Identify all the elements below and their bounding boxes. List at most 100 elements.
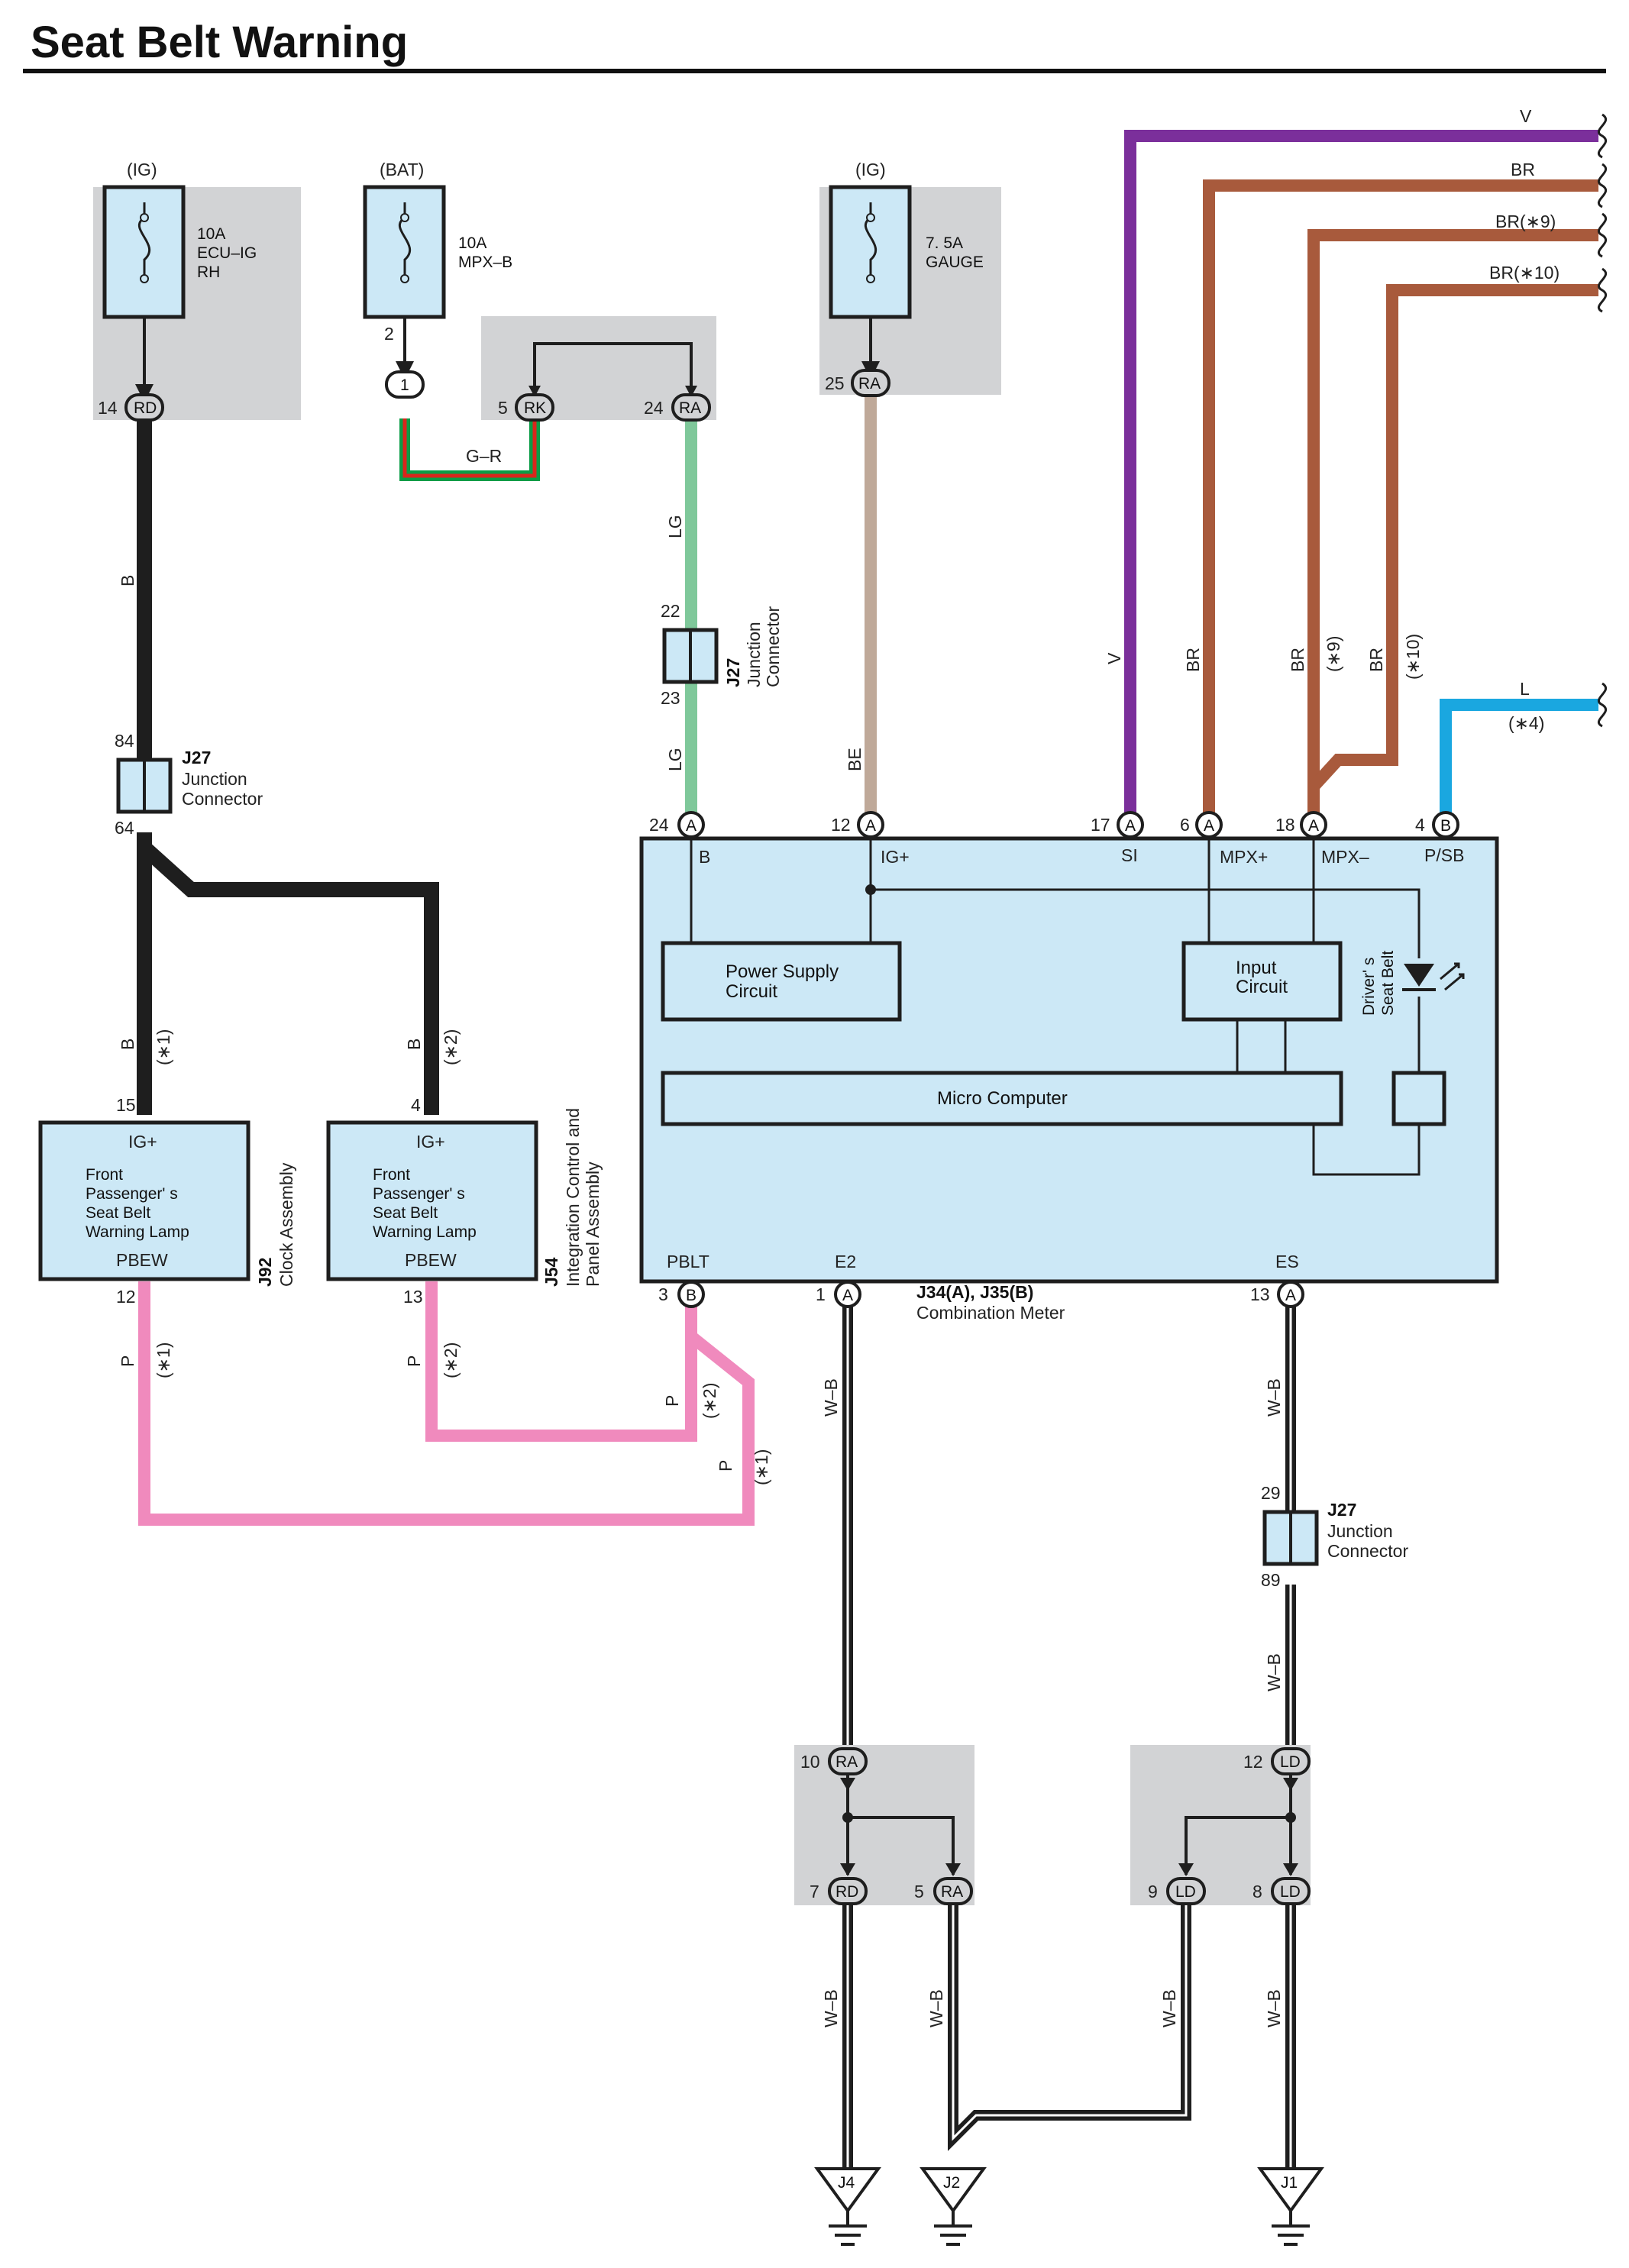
wire-brown-9 [1307,229,1598,819]
connector-a13: A 13 [1250,1281,1304,1308]
svg-text:1: 1 [400,376,409,394]
continuation-marks [1597,113,1608,728]
svg-text:5: 5 [498,398,508,418]
svg-text:3: 3 [658,1284,668,1304]
connector-ld9: LD 9 [1148,1877,1206,1905]
wire-label-gr: G–R [466,446,502,466]
svg-text:PBEW: PBEW [405,1250,457,1270]
svg-text:J92: J92 [255,1258,275,1287]
svg-text:Connector: Connector [763,606,783,687]
svg-text:IG+: IG+ [416,1132,445,1152]
input-circuit-label: Input [1236,958,1277,978]
svg-text:12: 12 [831,815,851,835]
svg-text:LD: LD [1175,1883,1196,1901]
fuse-supply: (IG) [127,160,157,179]
wire-brown [1203,179,1598,819]
svg-text:24: 24 [649,815,669,835]
input-circuit-label: Circuit [1236,977,1288,997]
svg-text:Clock Assembly: Clock Assembly [276,1162,296,1287]
wire-violet [1124,130,1598,819]
integration-control-lamp: 4 IG+ Front Passenger' s Seat Belt Warni… [326,1095,603,1307]
svg-text:RD: RD [134,399,157,417]
svg-text:Integration Control and: Integration Control and [563,1108,583,1287]
svg-text:Connector: Connector [182,789,263,809]
junction-connector-j27-wb: 29 89 J27 Junction Connector [1261,1483,1408,1590]
wire-label-br9-note: (∗9) [1324,636,1343,672]
svg-text:RA: RA [941,1883,963,1901]
svg-text:10: 10 [800,1752,820,1772]
wire-label-l-note: (∗4) [1508,713,1544,733]
svg-text:15: 15 [116,1095,136,1115]
svg-text:84: 84 [115,731,134,751]
svg-text:Warning Lamp: Warning Lamp [86,1223,189,1241]
wire-label-wb: W–B [1264,1653,1284,1691]
fuse-rating: 10A [458,234,486,252]
svg-text:4: 4 [1415,815,1425,835]
connector-ra5: RA 5 [914,1877,973,1905]
ground-j2-icon: J2 [920,2167,987,2246]
svg-text:18: 18 [1275,815,1295,835]
connector-rd14: RD 14 [98,393,164,422]
wire-label-note: (∗1) [154,1029,173,1065]
fuse-supply: (IG) [855,160,886,179]
svg-text:Seat Belt: Seat Belt [373,1204,438,1222]
connector-a12: A 12 [831,811,884,838]
wire-label-p: P [662,1395,682,1407]
fuse-rating: 10A [197,225,225,243]
connector-b4: B 4 [1415,811,1459,838]
wire-label-wb: W–B [926,1989,946,2027]
svg-text:14: 14 [98,398,118,418]
connector-ra10: RA 10 [800,1747,868,1775]
junction-connector-j27-lg: 22 23 J27 Junction Connector [661,601,783,708]
wire-label-be: BE [845,748,865,771]
wire-label-br10-note: (∗10) [1403,634,1423,680]
clock-assembly-lamp: 15 IG+ Front Passenger' s Seat Belt Warn… [38,1095,296,1307]
svg-text:RD: RD [836,1883,858,1901]
svg-text:1: 1 [816,1284,826,1304]
fuse-mpx-b: (BAT) 10A MPX–B [363,160,512,319]
wire-pink-p1 [138,1281,755,1526]
svg-text:12: 12 [116,1287,136,1307]
svg-text:29: 29 [1261,1483,1281,1503]
svg-text:RA: RA [858,375,881,393]
ground-j4-icon: J4 [814,2167,881,2246]
svg-text:Junction: Junction [182,769,247,789]
wire-black-b [137,418,439,1115]
svg-text:5: 5 [914,1882,924,1901]
svg-text:J54: J54 [541,1257,561,1287]
wire-label-br: BR [1288,648,1307,672]
svg-text:PBEW: PBEW [116,1250,168,1270]
svg-text:A: A [1308,817,1319,835]
svg-text:Front: Front [373,1166,410,1184]
svg-text:A: A [686,817,697,835]
svg-text:6: 6 [1180,815,1190,835]
svg-text:25: 25 [825,373,845,393]
seat-belt-led-icon [1402,962,1465,991]
connector-a1: A 1 [816,1281,861,1308]
svg-text:89: 89 [1261,1570,1281,1590]
connector-ld12: LD 12 [1243,1747,1311,1775]
wire-label-wb: W–B [1264,1378,1284,1417]
svg-text:B: B [699,847,710,867]
svg-text:Passenger' s: Passenger' s [373,1185,465,1203]
svg-text:E2: E2 [835,1252,856,1271]
power-supply-label: Circuit [726,981,777,1002]
connector-a6: A 6 [1180,811,1223,838]
wire-label-wb: W–B [1264,1989,1284,2027]
wire-label-b: B [118,575,137,586]
svg-text:J27: J27 [182,748,211,767]
pin-label: 2 [384,324,394,344]
power-supply-label: Power Supply [726,961,839,982]
connector-rd7: RD 7 [810,1877,868,1905]
svg-text:J1: J1 [1281,2174,1298,2192]
svg-text:B: B [686,1287,697,1304]
connector-1: 1 [385,370,425,399]
wire-label-note: (∗2) [441,1029,461,1065]
connector-b3: B 3 [658,1281,705,1308]
svg-text:Seat Belt: Seat Belt [86,1204,150,1222]
wire-label-wb: W–B [821,1378,841,1417]
svg-text:22: 22 [661,601,680,621]
svg-text:SI: SI [1121,845,1138,865]
svg-text:RA: RA [679,399,701,417]
